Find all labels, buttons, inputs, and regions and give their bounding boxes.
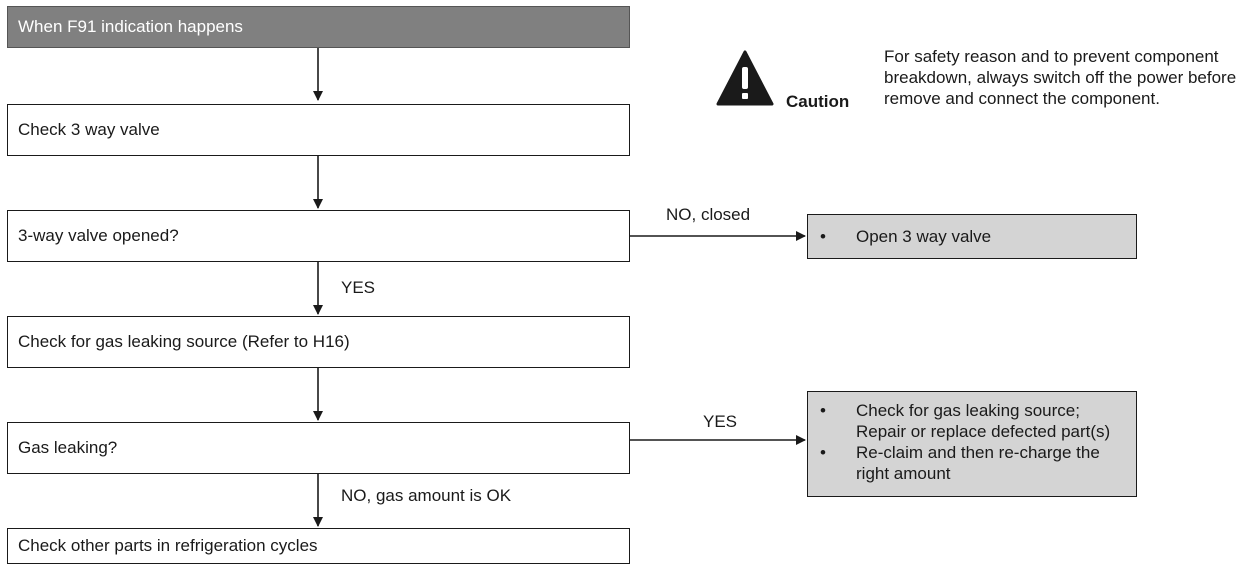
edge-label-valve-no: NO, closed (666, 205, 751, 224)
edge-label-valve-yes: YES (341, 278, 376, 297)
step-check-other: Check other parts in refrigeration cycle… (7, 528, 630, 564)
result-leak-action-item: Check for gas leaking source; Repair or … (808, 400, 1136, 442)
result-leak-action-item: Re-claim and then re-charge the right am… (808, 442, 1136, 484)
step-check-valve-label: Check 3 way valve (18, 120, 160, 139)
decision-gas-leaking-label: Gas leaking? (18, 438, 118, 457)
edge-label-leak-no: NO, gas amount is OK (341, 486, 512, 505)
decision-valve-opened: 3-way valve opened? (7, 210, 630, 262)
result-leak-action-line: Check for gas leaking source; (856, 401, 1080, 420)
start-label: When F91 indication happens (18, 17, 243, 36)
step-check-leak-source: Check for gas leaking source (Refer to H… (7, 316, 630, 368)
step-check-valve: Check 3 way valve (7, 104, 630, 156)
edge-label-leak-yes: YES (703, 412, 738, 431)
result-leak-action-line: Re-claim and then re-charge the (856, 443, 1100, 462)
result-open-valve-item: Open 3 way valve (808, 226, 1136, 247)
result-open-valve: Open 3 way valve (807, 214, 1137, 259)
result-leak-actions: Check for gas leaking source; Repair or … (807, 391, 1137, 497)
step-check-other-label: Check other parts in refrigeration cycle… (18, 536, 318, 555)
result-leak-action-line: right amount (856, 464, 951, 483)
step-check-leak-source-label: Check for gas leaking source (Refer to H… (18, 332, 350, 351)
result-leak-action-line: Repair or replace defected part(s) (856, 422, 1111, 441)
caution-note: For safety reason and to prevent compone… (884, 47, 1237, 108)
caution-label: Caution (786, 92, 850, 111)
decision-valve-opened-label: 3-way valve opened? (18, 226, 179, 245)
start-box: When F91 indication happens (7, 6, 630, 48)
decision-gas-leaking: Gas leaking? (7, 422, 630, 474)
warning-icon (716, 50, 774, 106)
